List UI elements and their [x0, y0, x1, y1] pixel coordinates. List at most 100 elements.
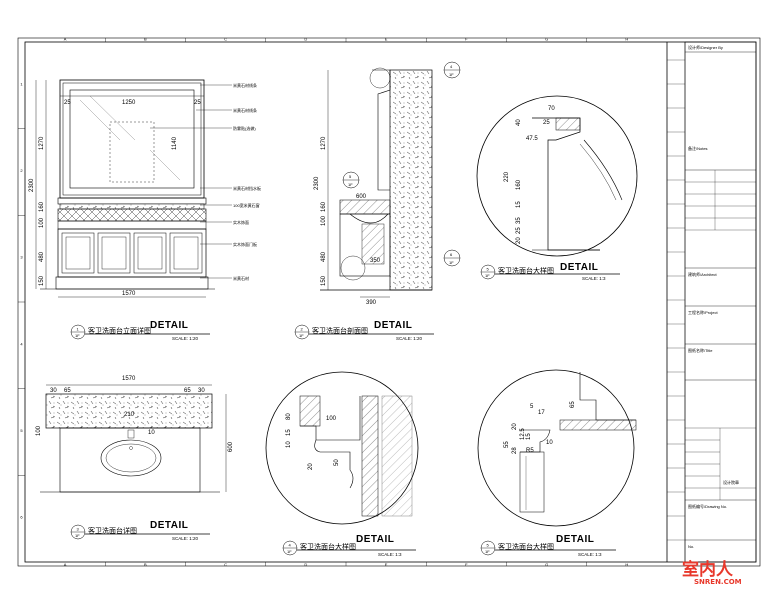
cabinet-doors [61, 232, 203, 274]
view-number: 5 [487, 267, 490, 272]
d5-dim-25b: 25 [516, 227, 522, 234]
detail-circle-5: 70 40 25 47.5 220 160 15 35 25 20 [476, 95, 638, 257]
detail-label: DETAIL [356, 534, 394, 545]
view-scale: SCALE: 1:20 [172, 336, 199, 341]
sec-dim-2300: 2300 [314, 176, 320, 190]
d5-dim-20: 20 [516, 237, 522, 244]
view-number: 4 [289, 543, 292, 548]
d4-dim-50: 50 [334, 459, 340, 466]
d6-dim-r5: R5 [526, 448, 534, 454]
elev-dim-2300: 2300 [29, 178, 35, 192]
view-title: 客卫洗面台剖面图 [312, 326, 368, 335]
border-row-label: 4 [20, 341, 23, 346]
sec-dim-350: 350 [370, 258, 381, 264]
border-col-label: C [224, 37, 227, 42]
elev-label-8: 米黄石材 [233, 275, 249, 281]
view-number: 2 [301, 327, 304, 332]
border-col-label: F [465, 37, 468, 42]
d6-dim-28: 28 [512, 447, 518, 454]
d5-dim-40: 40 [516, 119, 522, 126]
tb-stamp-label: 设计院章 [723, 479, 739, 485]
d5-dim-47: 47.5 [526, 136, 538, 142]
d5-dim-35: 35 [516, 217, 522, 224]
view-title: 客卫洗面台大样图 [498, 266, 554, 275]
plan-dim-1570: 1570 [122, 376, 136, 382]
elev-label-5: 100宽米黄石窗 [233, 202, 260, 208]
elev-dim-25b: 25 [194, 100, 201, 106]
d6-dim-55: 55 [504, 441, 510, 448]
callout-5: 5 1F [342, 171, 360, 189]
svg-text:5: 5 [349, 174, 352, 179]
elevation-view: 2300 1270 160 100 480 150 25 1250 25 114… [29, 79, 261, 298]
watermark: 室内人 SNREN.COM [682, 559, 742, 586]
callout-6: 6 1F [443, 249, 461, 267]
anti-fog-area [109, 121, 155, 183]
detail-label: DETAIL [560, 262, 598, 273]
border-col-label: H [625, 37, 628, 42]
elev-dim-480: 480 [39, 251, 45, 262]
d6-dim-65: 65 [570, 401, 576, 408]
view-title: 客卫洗面台详图 [88, 526, 137, 535]
border-row-label: 3 [20, 255, 23, 260]
svg-text:1F: 1F [449, 72, 454, 77]
sec-dim-390: 390 [366, 300, 377, 306]
elev-label-3: 防雾贴(选做) [233, 125, 256, 131]
plan-dim-210: 210 [124, 412, 135, 418]
d4-dim-10: 10 [286, 441, 292, 448]
elev-label-1: 米黄石材线条 [233, 82, 257, 88]
svg-text:1F: 1F [449, 260, 454, 265]
d6-dim-15: 15 [526, 433, 532, 440]
plan-dim-600: 600 [228, 441, 234, 452]
detail-label: DETAIL [150, 520, 188, 531]
elev-dim-25a: 25 [64, 100, 71, 106]
d5-dim-220: 220 [504, 171, 510, 182]
plan-dim-10: 10 [148, 430, 155, 436]
border-col-label: D [304, 562, 307, 567]
watermark-url: SNREN.COM [694, 578, 742, 586]
view-number: 5 [487, 543, 490, 548]
view-title: 客卫洗面台大样图 [300, 542, 356, 551]
d5-dim-160: 160 [516, 179, 522, 190]
d6-dim-12: 12.5 [520, 428, 526, 440]
view-scale: SCALE: 1:20 [396, 336, 423, 341]
d4-dim-15: 15 [286, 429, 292, 436]
tb-designer-label: 设计师/Designer By [688, 44, 723, 50]
elev-dim-160: 160 [39, 201, 45, 212]
view-sheet: 1F [485, 273, 490, 278]
border-col-label: A [64, 37, 67, 42]
view-sheet: 1F [485, 549, 490, 554]
tb-project-label: 工程名称/Project [688, 309, 718, 315]
elev-label-2: 米黄石材线条 [233, 107, 257, 113]
view-sheet: 1F [299, 333, 304, 338]
d6-dim-20: 20 [512, 423, 518, 430]
callout-4: 4 1F [443, 61, 461, 79]
sec-dim-100: 100 [321, 215, 327, 226]
detail-circle-4: 100 80 15 10 20 50 [265, 371, 419, 525]
view-sheet: 1F [287, 549, 292, 554]
border-col-label: B [144, 562, 147, 567]
title-block: 设计师/Designer By 备注/Notes 建筑师/Architect 工… [667, 41, 757, 563]
d4-dim-100: 100 [326, 416, 337, 422]
plan-dim-30b: 30 [198, 388, 205, 394]
detail-label: DETAIL [374, 320, 412, 331]
plan-dim-65b: 65 [184, 388, 191, 394]
view-scale: SCALE: 1:20 [172, 536, 199, 541]
elev-label-4: 米黄石材挡水板 [233, 185, 261, 191]
tb-architect-label: 建筑师/Architect [688, 271, 718, 277]
d6-dim-17: 17 [538, 410, 545, 416]
border-col-label: G [545, 37, 548, 42]
d5-dim-70: 70 [548, 106, 555, 112]
tb-number-label: No. [688, 544, 694, 549]
tb-notes-label: 备注/Notes [688, 145, 708, 151]
elev-label-6: 实木饰面 [233, 219, 249, 225]
d6-dim-10: 10 [546, 440, 553, 446]
section-view: 2300 1270 160 100 480 150 600 350 390 4 … [314, 61, 461, 306]
d5-dim-25: 25 [543, 120, 550, 126]
svg-text:6: 6 [450, 252, 453, 257]
detail-label: DETAIL [150, 320, 188, 331]
